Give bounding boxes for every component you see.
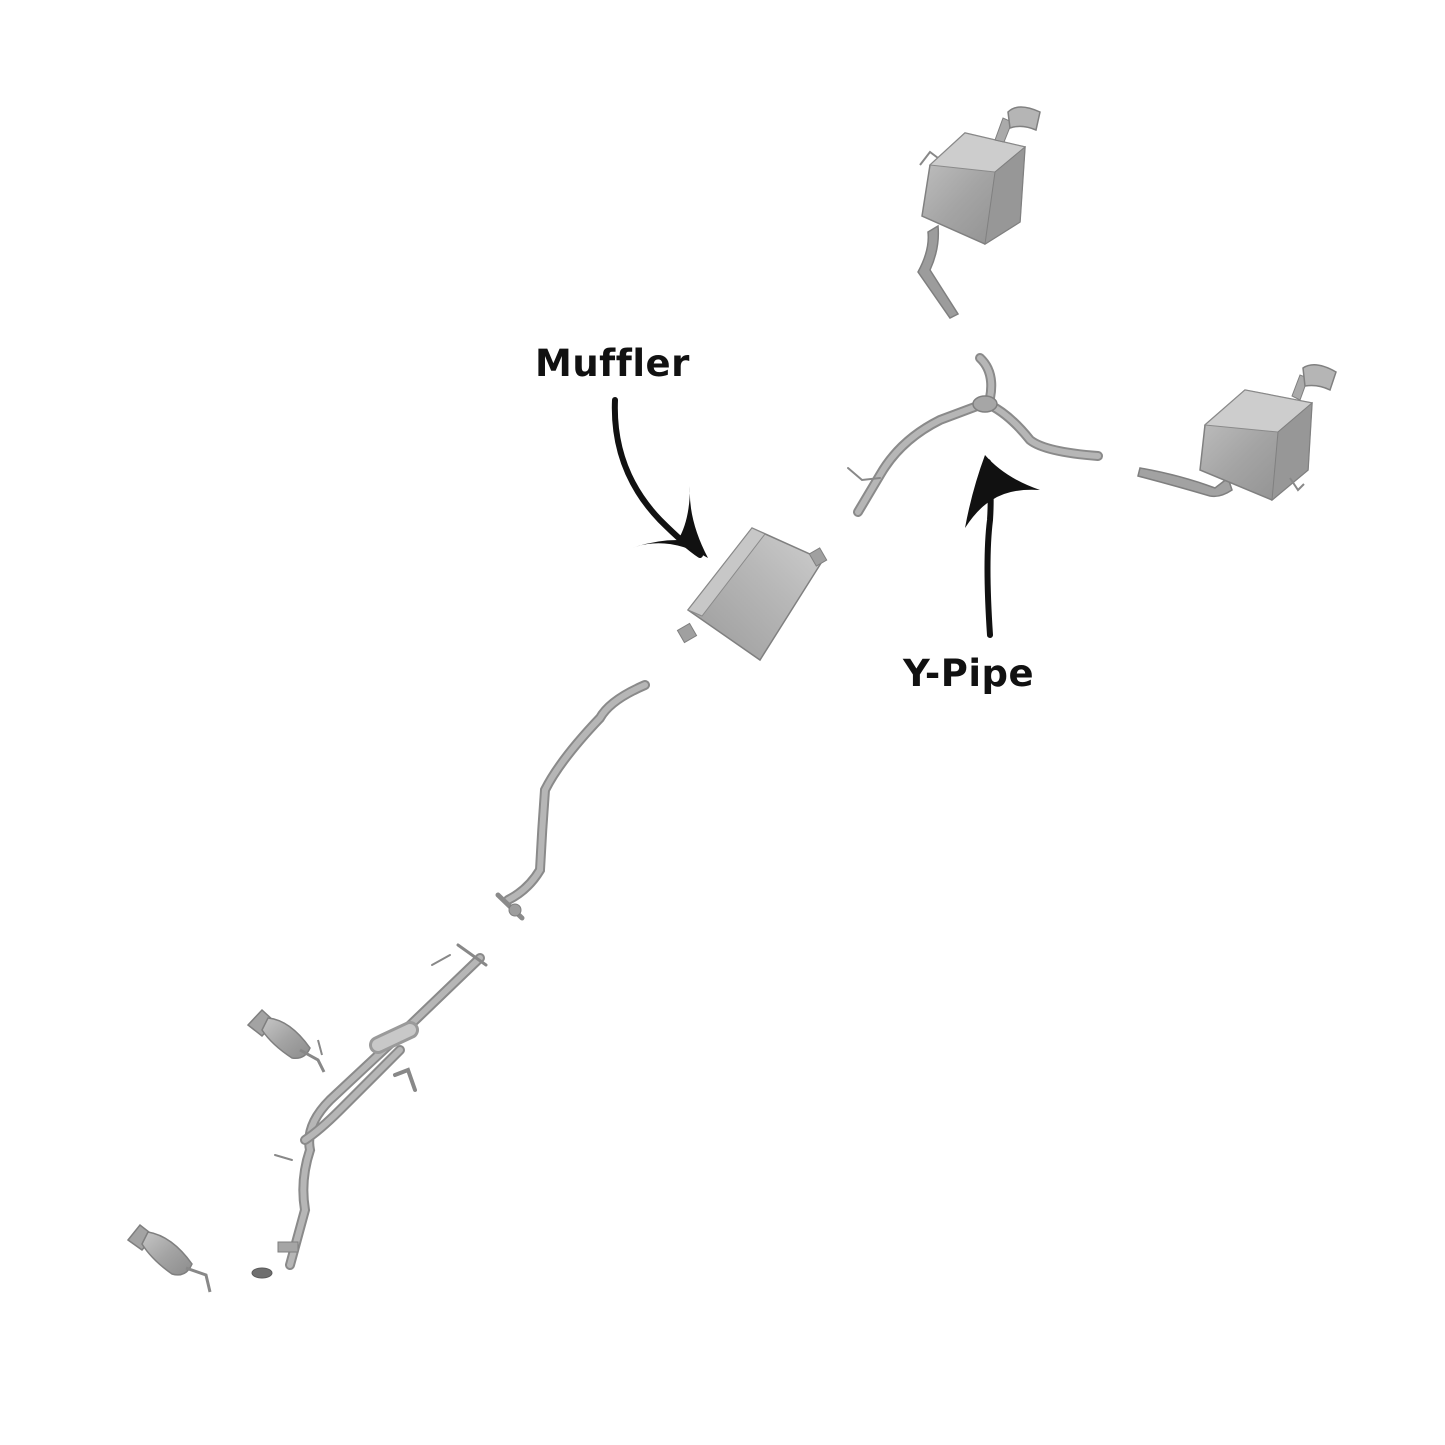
y-pipe-label: Y-Pipe [903,652,1035,695]
rear-muffler-right [1137,364,1337,502]
front-pipe-assembly [251,943,488,1279]
muffler-label: Muffler [535,342,690,385]
center-muffler [676,527,828,662]
muffler-arrow [611,397,708,558]
catalytic-converter-upper [246,1008,326,1073]
intermediate-pipe [495,680,650,921]
rear-muffler-top [917,106,1041,319]
y-pipe-arrow [965,455,1040,638]
catalytic-converter-lower [126,1223,212,1293]
y-pipe [847,353,1103,517]
